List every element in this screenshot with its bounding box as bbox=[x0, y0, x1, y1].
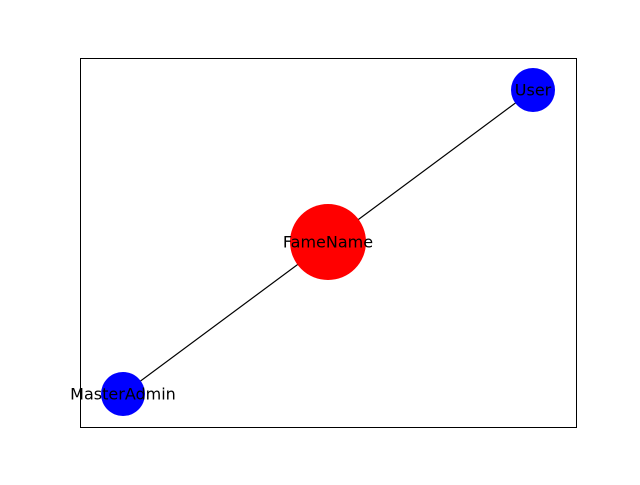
node-famename bbox=[290, 204, 366, 280]
node-label-user: User bbox=[515, 81, 552, 100]
nodes-layer bbox=[101, 68, 555, 416]
node-user bbox=[511, 68, 555, 112]
edges-layer bbox=[122, 89, 534, 395]
node-masteradmin bbox=[101, 372, 145, 416]
edge-famename-masteradmin bbox=[122, 241, 329, 395]
node-label-famename: FameName bbox=[283, 233, 373, 252]
edge-famename-user bbox=[327, 89, 534, 243]
node-label-masteradmin: MasterAdmin bbox=[70, 385, 176, 404]
